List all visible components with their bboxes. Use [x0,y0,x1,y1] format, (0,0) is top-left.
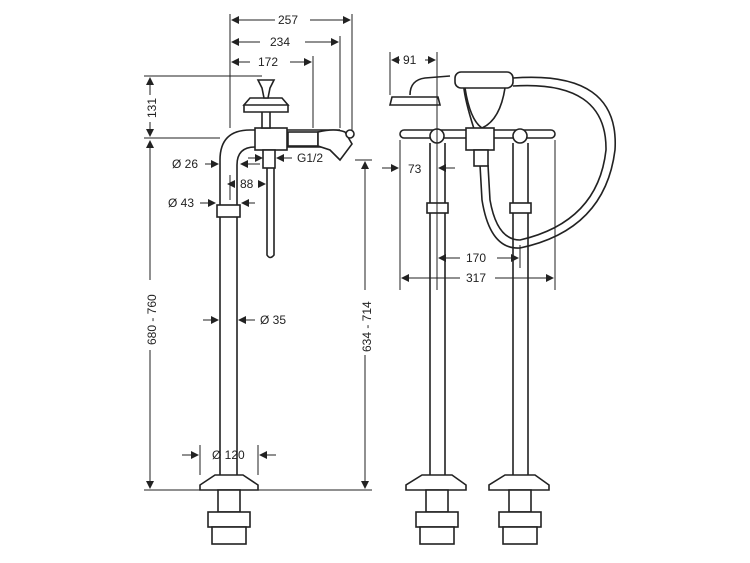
mounting-base [211,526,247,545]
diverter-body [465,127,495,151]
hand-shower-head [388,96,442,106]
side-view [199,79,355,545]
dim-170: 170 [466,251,486,265]
dim-317: 317 [466,271,486,285]
outlet-pipe [266,168,275,259]
hose-connector [473,149,489,167]
dim-g1-2: G1/2 [297,151,323,165]
standpipe [219,217,238,475]
dim-257: 257 [278,13,298,27]
right-floor-flange [488,474,550,491]
dim-73: 73 [408,162,422,176]
shower-cradle [464,87,506,129]
dim-131: 131 [145,98,159,118]
mounting-nut [207,511,251,528]
handle-cross-icon [256,79,276,99]
standpipes [429,143,529,475]
handle-disc [242,97,290,113]
pipe-collar [216,204,241,218]
right-valve [512,128,528,144]
valve-body [254,127,288,151]
dim-diameter-35: Ø 35 [260,313,286,327]
dim-680-760: 680 - 760 [145,294,159,345]
side-view-dimensions: 257 234 172 131 680 - 760 634 - 714 Ø 26… [144,13,374,491]
spout-knob [345,129,355,139]
dim-91: 91 [403,53,417,67]
front-view [388,71,616,545]
dim-88: 88 [240,177,254,191]
dim-634-714: 634 - 714 [360,301,374,352]
floor-flange [199,474,259,491]
dim-172: 172 [258,55,278,69]
mounting-stem [217,489,241,513]
dim-diameter-26: Ø 26 [172,157,198,171]
spout-outlet [317,129,353,162]
front-view-dimensions: 91 73 170 317 [382,52,556,290]
dim-diameter-120: Ø 120 [212,448,245,462]
hand-shower-handle [454,71,514,89]
spout-body [287,131,319,147]
dim-234: 234 [270,35,290,49]
connector [262,149,276,169]
shower-hose [479,76,616,249]
right-collar [509,202,532,214]
left-floor-flange [405,474,467,491]
dim-diameter-43: Ø 43 [168,196,194,210]
